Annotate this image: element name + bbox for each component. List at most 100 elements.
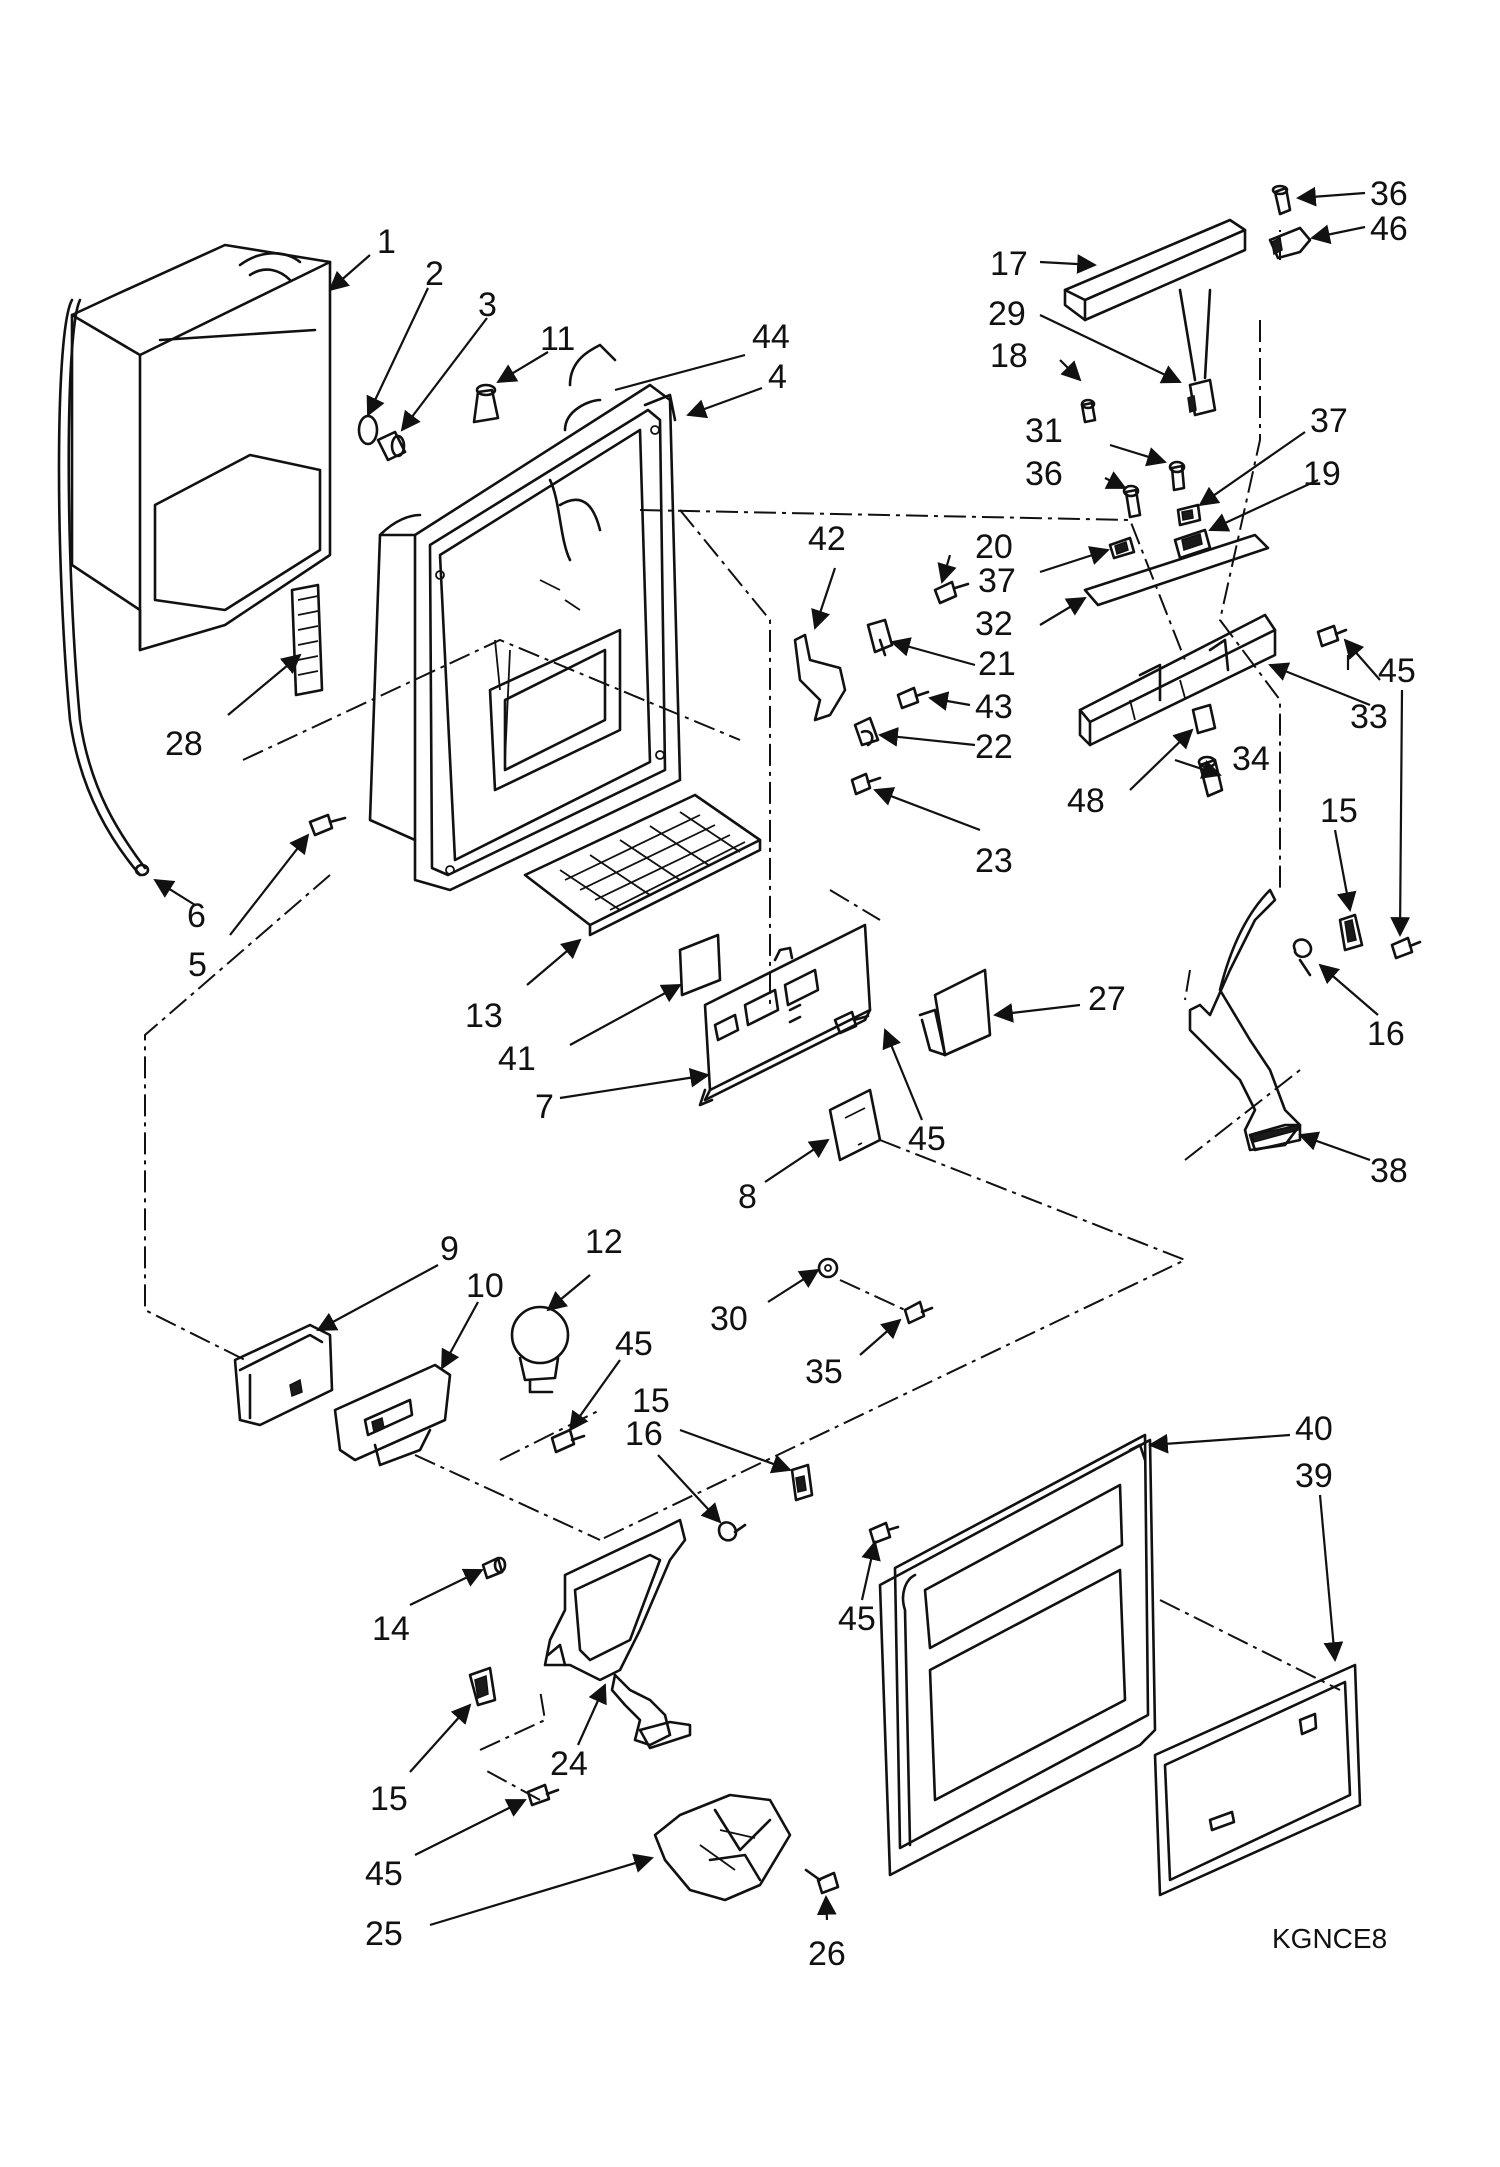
part-41-label: [678, 933, 722, 997]
part-5-screw: [308, 813, 347, 837]
callout-9: 9: [440, 1230, 459, 1268]
part-45-screw-low: [526, 1783, 560, 1807]
part-30-washer: [817, 1257, 839, 1279]
callout-17: 17: [990, 245, 1028, 283]
callout-40: 40: [1295, 1410, 1333, 1448]
callout-39: 39: [1295, 1457, 1333, 1495]
callout-11: 11: [540, 320, 575, 358]
callout-38: 38: [1370, 1152, 1408, 1190]
part-28-filter: [290, 583, 324, 697]
part-45-screw-panel: [833, 1010, 870, 1035]
callout-32: 32: [975, 605, 1013, 643]
part-36-screw-mid: [1122, 484, 1142, 519]
callout-14: 14: [372, 1610, 410, 1648]
part-23-screw: [850, 772, 882, 796]
callout-37-lower: 37: [978, 562, 1016, 600]
callout-28: 28: [165, 725, 203, 763]
callout-43: 43: [975, 688, 1013, 726]
callout-13: 13: [465, 997, 503, 1035]
callout-10: 10: [466, 1267, 504, 1305]
part-7-control-panel: [698, 923, 872, 1107]
callout-41: 41: [498, 1040, 536, 1078]
part-11-knob: [472, 383, 500, 424]
part-29-switch: [1178, 288, 1217, 417]
part-46-clip: [1268, 226, 1312, 260]
callout-45-panel: 45: [908, 1120, 946, 1158]
callout-34: 34: [1232, 740, 1270, 778]
callout-46: 46: [1370, 210, 1408, 248]
callout-33: 33: [1350, 698, 1388, 736]
part-45-screw-right: [1316, 624, 1348, 648]
callout-45-lower: 45: [615, 1325, 653, 1363]
part-16-spring-mid: [717, 1521, 747, 1542]
callout-labels: 1 2 3 11 44 4 28 6 5 13 41 7 8 45 27 42 …: [165, 175, 1416, 1973]
part-8-cover: [828, 1088, 882, 1162]
part-35-screw: [903, 1300, 934, 1325]
callout-7: 7: [535, 1088, 554, 1126]
part-15-bracket-right: [1338, 913, 1364, 952]
part-18-screw: [1080, 398, 1097, 424]
callout-23: 23: [975, 842, 1013, 880]
assembly-lines: [144, 230, 1341, 1801]
leader-lines: [153, 186, 1411, 1927]
part-22-clip: [853, 716, 880, 747]
callout-44: 44: [752, 318, 790, 356]
callout-1: 1: [377, 223, 396, 261]
callout-37-upper: 37: [1310, 402, 1348, 440]
callout-31: 31: [1025, 412, 1063, 450]
callout-27: 27: [1088, 980, 1126, 1018]
part-38-lever: [1188, 888, 1302, 1152]
callout-24: 24: [550, 1745, 588, 1783]
callout-35: 35: [805, 1353, 843, 1391]
part-16-spring-right: [1292, 938, 1313, 977]
callout-42: 42: [808, 520, 846, 558]
callout-29: 29: [988, 295, 1026, 333]
part-2-ring: [357, 414, 379, 446]
part-40-door-frame: [878, 1433, 1157, 1877]
part-48-clip: [1191, 703, 1217, 735]
part-12-gear: [510, 1305, 570, 1394]
part-32-plate: [1083, 533, 1270, 607]
part-34-bumper: [1197, 755, 1224, 798]
part-17-cover: [1063, 218, 1247, 322]
part-33-channel: [1078, 613, 1277, 747]
callout-15-low: 15: [370, 1780, 408, 1818]
callout-25: 25: [365, 1915, 403, 1953]
callout-30: 30: [710, 1300, 748, 1338]
part-10-bracket: [333, 1363, 452, 1467]
part-15-bracket-low: [468, 1666, 497, 1707]
part-25-chute: [653, 1793, 792, 1902]
diagram-code: KGNCE8: [1272, 1923, 1387, 1954]
part-45-screw-lower: [550, 1428, 586, 1454]
part-37-clip-lower: [1108, 536, 1136, 560]
part-43-screw: [896, 686, 930, 710]
part-19-switch: [1173, 528, 1212, 560]
part-45-screw-lever: [1390, 936, 1422, 960]
part-20-screw: [933, 580, 970, 605]
callout-16-mid: 16: [625, 1415, 663, 1453]
part-36-screw-top: [1271, 184, 1292, 216]
callout-26: 26: [808, 1935, 846, 1973]
part-26-screw: [804, 1868, 840, 1895]
part-45-screw-mid: [868, 1521, 900, 1545]
callout-16-right: 16: [1367, 1015, 1405, 1053]
part-15-bracket-mid: [790, 1463, 814, 1502]
callout-48: 48: [1067, 782, 1105, 820]
callout-45-low: 45: [365, 1855, 403, 1893]
callout-45-mid: 45: [838, 1600, 876, 1638]
part-24-actuator: [543, 1518, 692, 1750]
callout-45-right: 45: [1378, 652, 1416, 690]
part-3-bushing: [376, 430, 407, 462]
callout-36-mid: 36: [1025, 455, 1063, 493]
callout-5: 5: [188, 946, 207, 984]
part-27-bracket: [918, 968, 992, 1057]
part-14-bushing: [481, 1556, 507, 1580]
callout-22: 22: [975, 728, 1013, 766]
part-37-clip-upper: [1176, 503, 1202, 527]
callout-20: 20: [975, 528, 1013, 566]
callout-2: 2: [425, 255, 444, 293]
callout-18: 18: [990, 337, 1028, 375]
part-42-bracket: [793, 633, 847, 722]
part-31-screw: [1168, 460, 1186, 492]
